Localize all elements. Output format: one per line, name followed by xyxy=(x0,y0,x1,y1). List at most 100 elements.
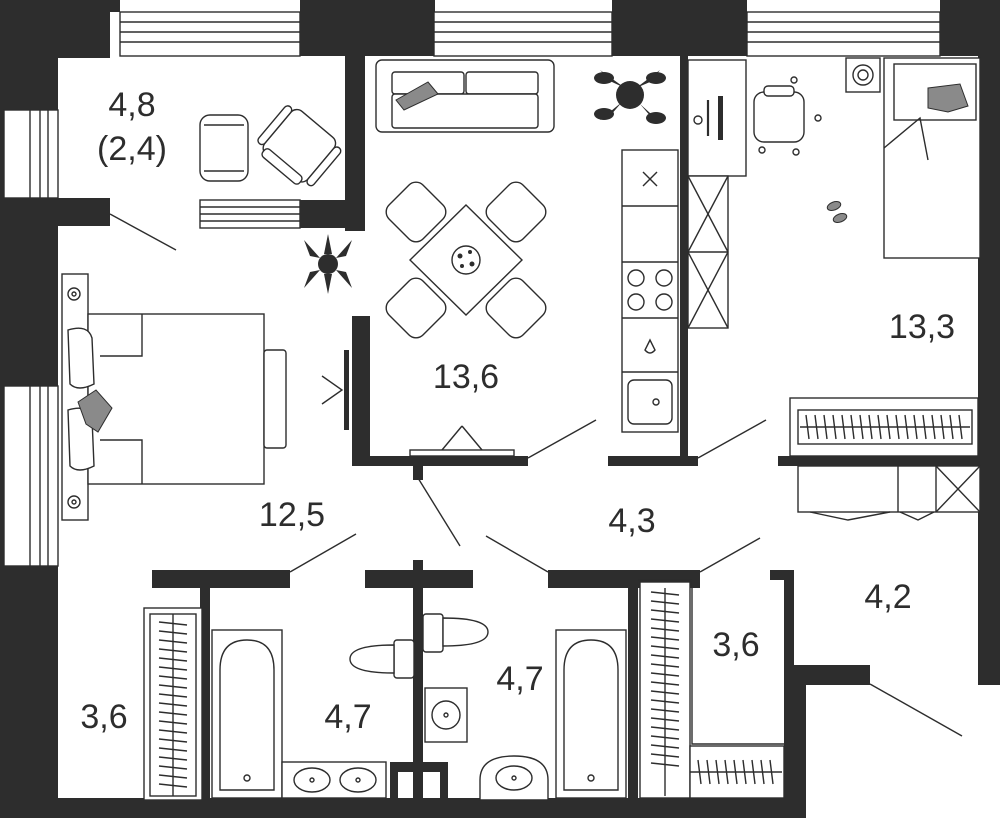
wardrobe-left-furniture xyxy=(143,607,203,801)
room-area-label: 4,3 xyxy=(608,502,655,540)
hanger-mark xyxy=(158,657,188,662)
hanger-mark xyxy=(922,414,927,440)
shoe-cabinet-icon xyxy=(797,465,981,521)
hanger-mark xyxy=(158,729,188,734)
hanger-mark xyxy=(650,726,680,731)
wall-segment xyxy=(440,762,448,802)
door-leaf xyxy=(417,477,461,547)
sofa-icon xyxy=(375,59,555,133)
bathtub-icon xyxy=(211,629,283,799)
dishwasher-icon xyxy=(644,338,656,354)
office-chair-icon xyxy=(753,76,822,156)
hanger-mark xyxy=(158,630,188,635)
wardrobe-right-furniture xyxy=(638,579,785,799)
wall-segment xyxy=(784,665,806,818)
cross-icon xyxy=(642,171,658,187)
wall-segment xyxy=(345,56,365,231)
hanger-mark xyxy=(958,414,963,440)
hanger-mark xyxy=(158,693,188,698)
hanger-mark xyxy=(650,591,680,596)
hanger-mark xyxy=(859,414,864,440)
hanger-mark xyxy=(742,759,747,785)
bathtub-icon xyxy=(555,629,627,799)
double-bed-icon xyxy=(61,273,287,521)
hanger-mark xyxy=(158,774,188,779)
hanger-mark xyxy=(904,414,909,440)
hanger-mark xyxy=(940,414,945,440)
hanger-mark xyxy=(650,690,680,695)
closet-rail-icon xyxy=(789,397,979,457)
hanger-mark xyxy=(715,759,720,785)
door-leaf xyxy=(485,535,549,573)
wall-segment xyxy=(978,30,1000,685)
plant-icon xyxy=(594,70,666,124)
wall-segment xyxy=(0,798,805,818)
hanger-mark xyxy=(877,414,882,440)
wall-segment xyxy=(300,0,340,56)
toilet-icon xyxy=(349,639,415,679)
hanger-mark xyxy=(158,711,188,716)
wall-segment xyxy=(784,570,794,690)
kitchen-furniture xyxy=(375,59,679,457)
dining-chair-icon xyxy=(385,181,547,339)
room-area-label: 3,6 xyxy=(712,626,759,664)
hall-furniture xyxy=(797,465,981,521)
hanger-mark xyxy=(832,414,837,440)
hanger-mark xyxy=(650,618,680,623)
hanger-mark xyxy=(158,738,188,743)
door-leaf xyxy=(697,419,767,459)
hanger-mark xyxy=(751,759,756,785)
wall-segment xyxy=(0,565,58,818)
hanger-mark xyxy=(850,414,855,440)
hanger-mark xyxy=(706,759,711,785)
wardrobe-icon xyxy=(687,175,729,329)
wall-segment xyxy=(152,570,290,588)
room-area-label: 13,3 xyxy=(889,308,955,346)
slippers-icon xyxy=(826,201,848,223)
monitor-icon xyxy=(693,96,723,140)
door-swings xyxy=(109,213,963,737)
hanger-mark xyxy=(158,666,188,671)
hanger-mark xyxy=(949,414,954,440)
wall-segment xyxy=(0,0,110,58)
hanger-mark xyxy=(650,600,680,605)
wall-segment xyxy=(0,198,110,226)
double-sink-icon xyxy=(281,761,387,799)
window-top-right xyxy=(746,11,941,57)
hanger-mark xyxy=(158,765,188,770)
window-top-left xyxy=(119,11,301,57)
wall-segment xyxy=(300,200,365,228)
hanger-mark xyxy=(733,759,738,785)
hanger-mark xyxy=(158,720,188,725)
door-leaf xyxy=(527,419,597,459)
window-balcony-inner xyxy=(199,199,301,229)
hanger-mark xyxy=(650,681,680,686)
tv-icon xyxy=(409,425,515,457)
room-area-label: 4,7 xyxy=(324,698,371,736)
bedroom-1-furniture xyxy=(61,234,352,521)
hanger-mark xyxy=(158,675,188,680)
balcony-furniture xyxy=(199,105,342,187)
wall-segment xyxy=(770,570,792,580)
hanger-mark xyxy=(868,414,873,440)
sink-icon xyxy=(479,755,549,801)
hanger-mark xyxy=(158,648,188,653)
washbasin-icon xyxy=(424,687,468,743)
wall-segment xyxy=(612,0,747,56)
hanger-mark xyxy=(650,627,680,632)
balcony-armchair-icon xyxy=(257,105,342,187)
wall-segment xyxy=(413,560,423,800)
hanger-mark xyxy=(650,717,680,722)
wall-segment xyxy=(338,0,434,56)
window-left-upper xyxy=(3,109,59,199)
sink-icon xyxy=(627,379,673,425)
hanger-mark xyxy=(895,414,900,440)
room-area-label: 4,2 xyxy=(864,578,911,616)
wall-segment xyxy=(628,588,638,803)
hanger-mark xyxy=(650,735,680,740)
hanger-mark xyxy=(841,414,846,440)
wall-segment xyxy=(680,56,688,466)
hanger-mark xyxy=(650,609,680,614)
door-leaf xyxy=(289,533,357,573)
